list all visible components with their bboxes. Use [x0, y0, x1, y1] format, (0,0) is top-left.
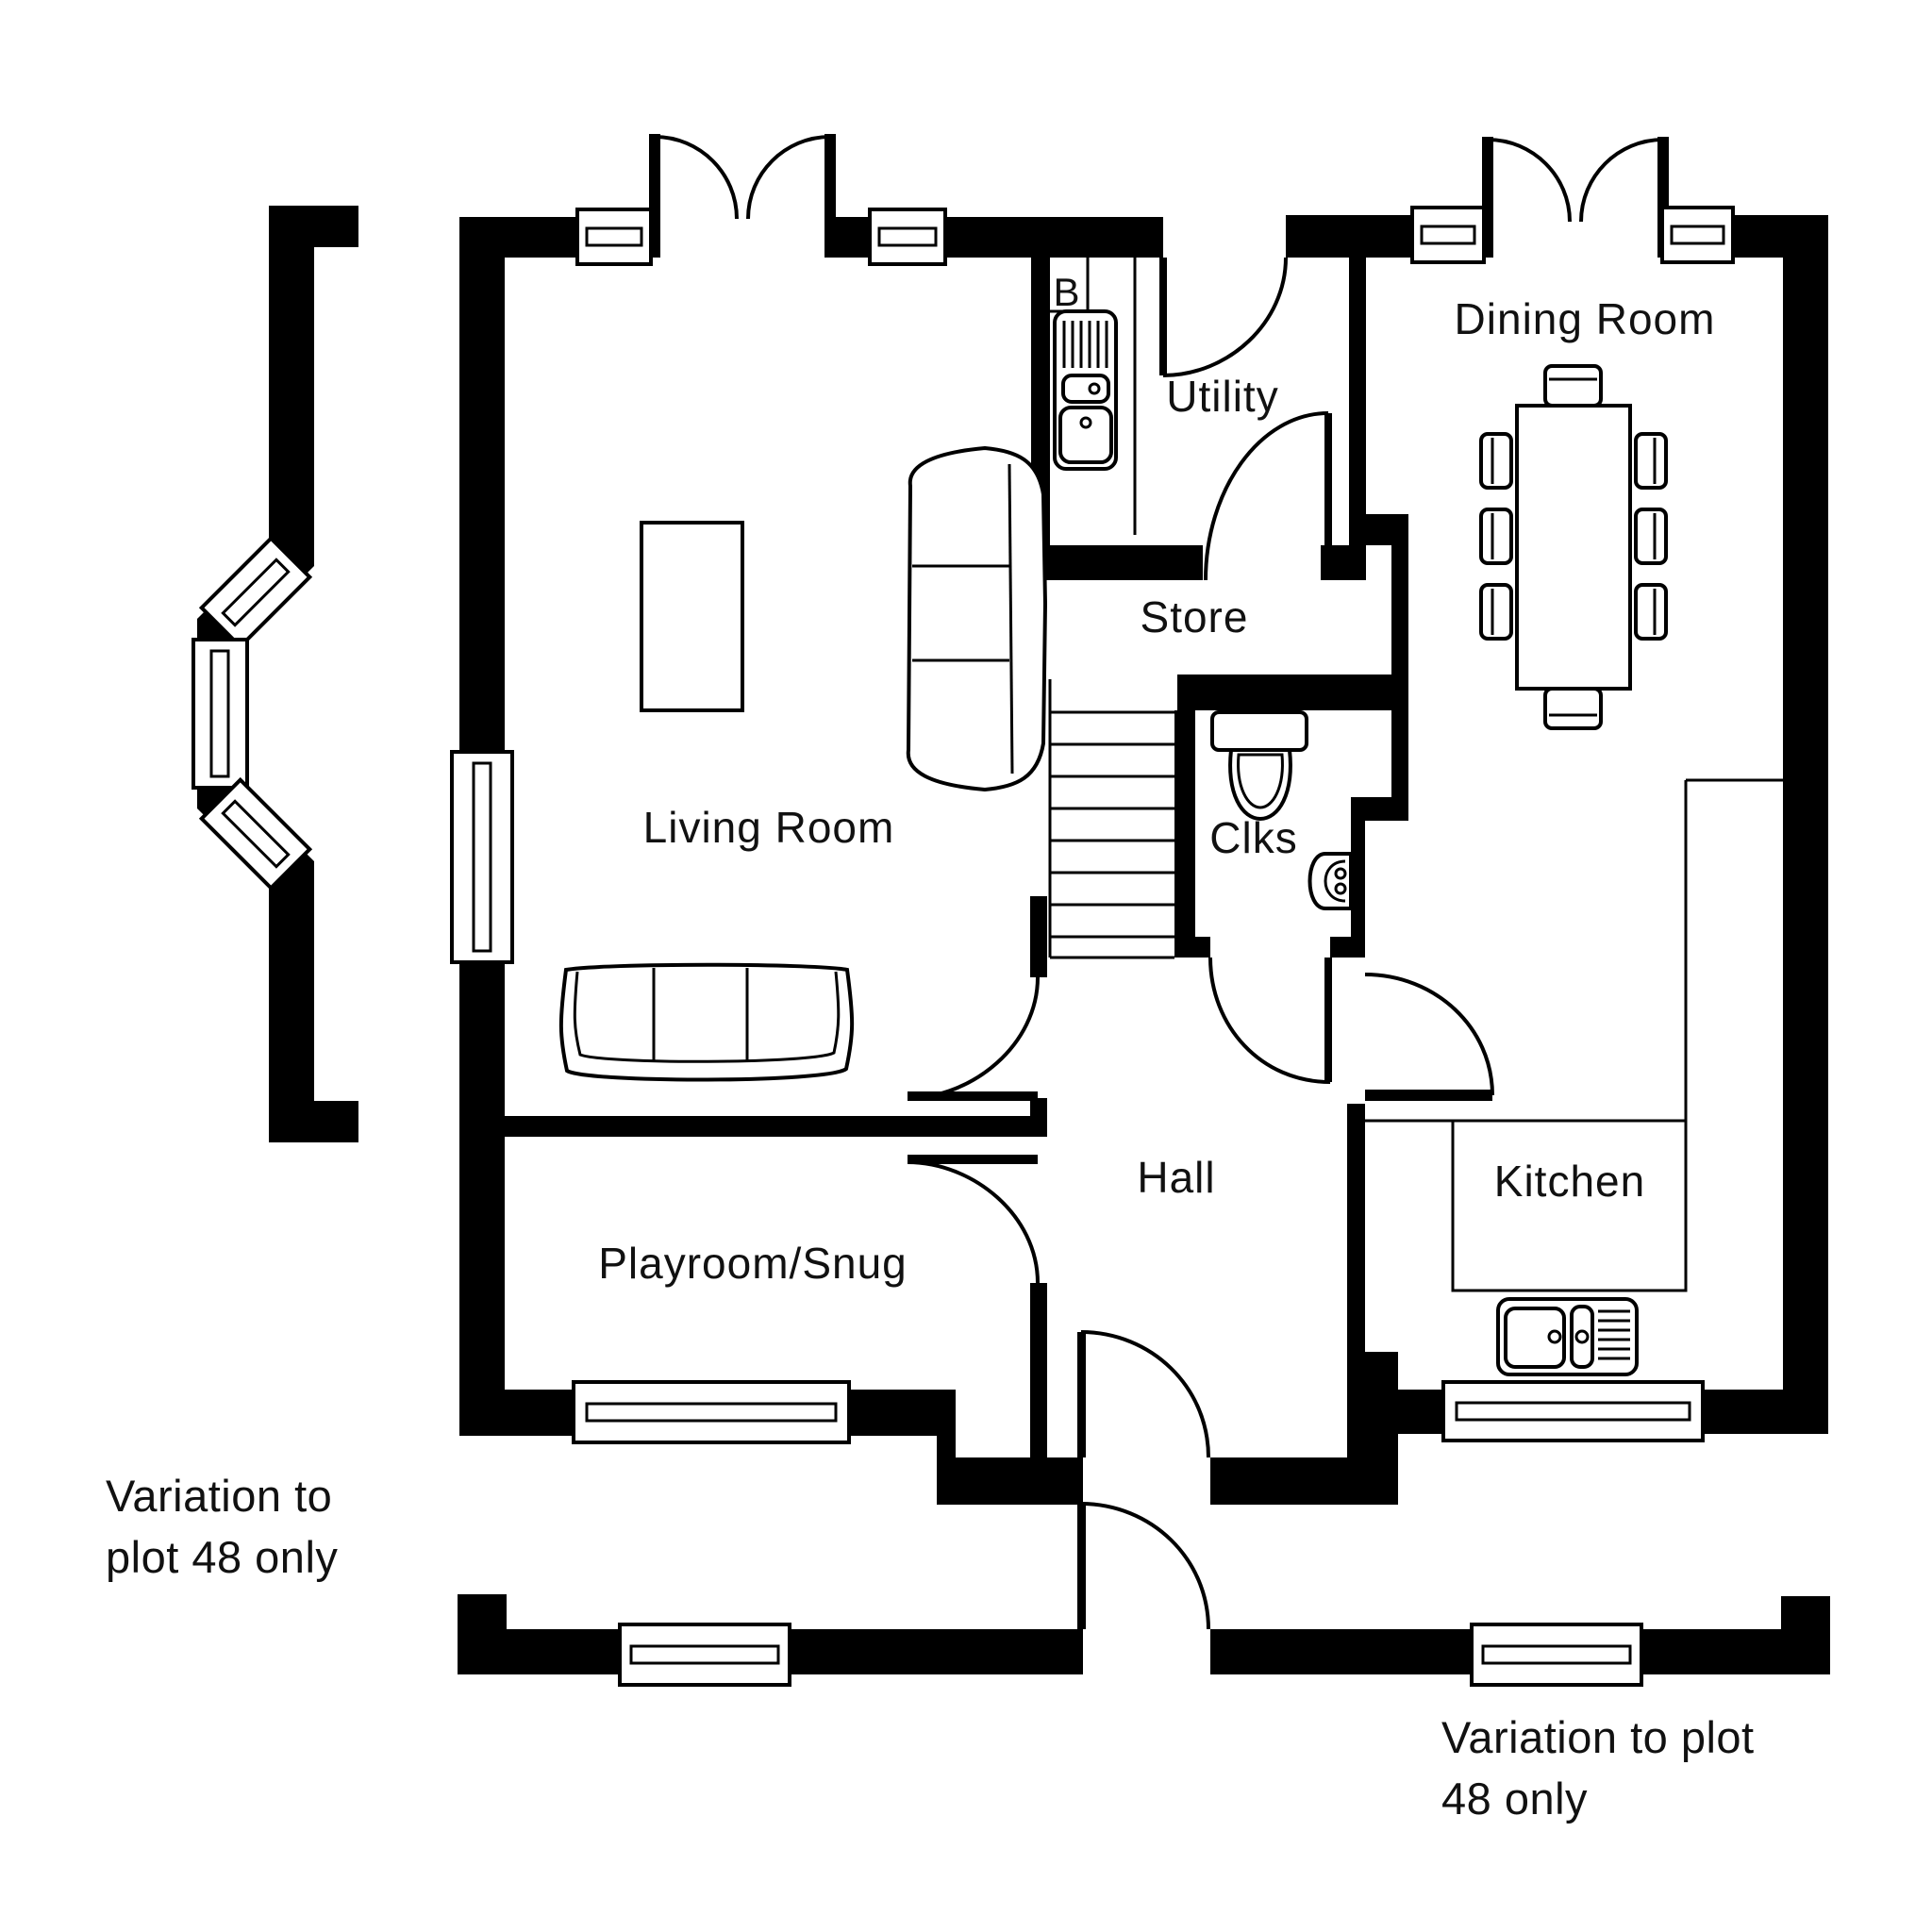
dining-chair-icon — [1479, 583, 1513, 641]
double-door-icon — [1487, 138, 1664, 223]
dining-chair-icon — [1543, 687, 1603, 730]
kitchen-counter-icon — [1365, 778, 1783, 1292]
window-icon — [1410, 206, 1486, 264]
single-door-icon — [1204, 411, 1332, 581]
staircase-icon — [1048, 679, 1174, 959]
window-icon — [198, 776, 313, 891]
window-icon — [1470, 1623, 1643, 1687]
room-label-utility: Utility — [1166, 372, 1278, 421]
basin-icon — [1307, 852, 1353, 910]
boiler-label: B — [1053, 270, 1080, 314]
room-label-cloakroom: Clks — [1209, 813, 1297, 862]
window-icon — [450, 750, 514, 964]
window-icon — [868, 208, 947, 266]
room-label-kitchen: Kitchen — [1494, 1157, 1645, 1206]
single-door-icon — [1364, 973, 1494, 1101]
single-door-icon — [907, 1155, 1040, 1284]
dining-chair-icon — [1479, 508, 1513, 565]
room-label-store: Store — [1141, 592, 1249, 641]
sofa-icon — [558, 962, 855, 1082]
window-icon — [575, 208, 653, 266]
window-icon — [1441, 1380, 1705, 1442]
room-label-hall: Hall — [1137, 1153, 1215, 1202]
single-door-icon — [1077, 1502, 1210, 1630]
dining-chair-icon — [1634, 583, 1668, 641]
room-label-dining-room: Dining Room — [1455, 294, 1716, 343]
utility-sink-icon — [1050, 258, 1137, 535]
double-door-icon — [654, 135, 831, 220]
window-icon — [618, 1623, 791, 1687]
dining-chair-icon — [1634, 432, 1668, 490]
window-icon — [1660, 206, 1735, 264]
single-door-icon — [1159, 257, 1288, 377]
variation-wall-strip — [458, 1502, 1830, 1687]
bay-window-icon — [192, 206, 358, 1142]
window-icon — [572, 1380, 851, 1444]
single-door-icon — [907, 976, 1040, 1101]
variation-note-left-line1: Variation to — [106, 1471, 332, 1521]
single-door-icon — [1208, 957, 1332, 1084]
window-icon — [198, 535, 313, 650]
variation-note-right-line2: 48 only — [1441, 1774, 1588, 1824]
room-label-living-room: Living Room — [643, 803, 895, 852]
doors — [654, 135, 1664, 1458]
sofa-icon — [906, 445, 1048, 792]
dining-chair-icon — [1543, 364, 1603, 408]
windows — [450, 206, 1735, 1444]
toilet-icon — [1210, 710, 1308, 822]
dining-chair-icon — [1479, 432, 1513, 490]
window-icon — [192, 638, 249, 790]
coffee-table-icon — [640, 521, 744, 712]
dining-chair-icon — [1634, 508, 1668, 565]
room-label-playroom: Playroom/Snug — [598, 1239, 908, 1288]
dining-table-icon — [1479, 364, 1668, 730]
variation-note-left-line2: plot 48 only — [106, 1532, 338, 1582]
single-door-icon — [1077, 1330, 1210, 1458]
kitchen-sink-icon — [1496, 1297, 1639, 1376]
variation-note-right-line1: Variation to plot — [1441, 1712, 1755, 1762]
